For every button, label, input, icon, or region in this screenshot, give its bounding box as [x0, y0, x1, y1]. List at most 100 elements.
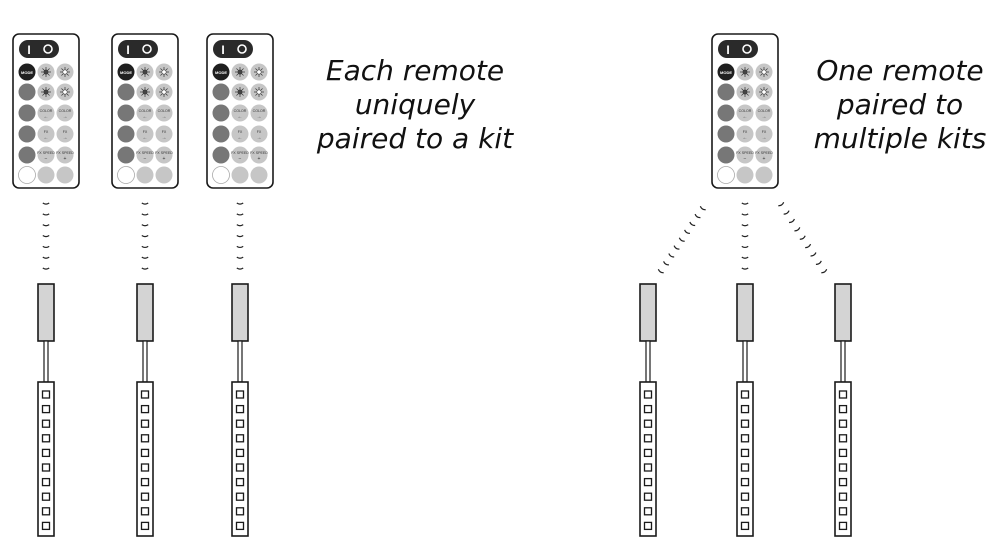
left-remote-3-button-label: COLOR [253, 109, 266, 113]
right-kit-3-led [838, 477, 848, 487]
right-signal-center-wave-arc [741, 245, 749, 249]
left-signal-2-wave-arc [141, 213, 149, 216]
right-signal-left-wave-arc [699, 205, 706, 211]
right-kit-2-led [740, 507, 750, 516]
left-remote-2-sun-bright-icon-ray [165, 88, 168, 91]
left-remote-3-sun-dim-icon-ray [236, 88, 239, 91]
left-remote-2-button-arrow: → [162, 114, 167, 120]
left-signal-1-wave-arc [42, 256, 50, 259]
right-signal-right-wave-arc [821, 269, 828, 274]
left-remote-1-button-label: FX SPEED [37, 151, 55, 155]
left-remote-3-button-arrow: ← [238, 135, 243, 141]
left-kit-1-cable [43, 340, 49, 383]
left-remote-1-button-arrow: ← [44, 114, 49, 120]
right-remote-sun-bright-icon-ray [760, 93, 763, 96]
right-signal-left-wave-arc [657, 268, 664, 274]
left-kit-3-led [235, 463, 245, 472]
left-remote-3-button-arrow: ← [238, 114, 243, 120]
right-remote-mode-label: MODE [720, 70, 732, 75]
left-signal-2-wave-arc [141, 256, 149, 259]
left-signal-1-wave-arc [42, 213, 50, 216]
left-remote-1-sun-dim-icon-ray [42, 93, 45, 96]
left-remote-2-button-arrow: + [163, 156, 166, 162]
left-remote-2-sun-dim-icon-ray [141, 88, 144, 91]
left-remote-2-sun-bright-icon-ray [160, 93, 163, 96]
left-remote-1-sun-bright-icon-ray [61, 88, 64, 91]
right-kit-3-led [838, 492, 848, 501]
left-remote-3-sun-bright-icon-ray [260, 88, 263, 91]
left-remote-1-sun-dim-icon [41, 87, 51, 97]
left-remote-3-sun-dim-icon [235, 67, 245, 77]
left-kit-2 [136, 283, 154, 537]
left-signal-2-wave-arc [141, 267, 149, 270]
left-kit-3-receiver [231, 283, 249, 342]
left-remote-2-sun-bright-icon-core [161, 69, 167, 75]
left-remote-1-mode-label: MODE [21, 70, 33, 75]
left-remote-2-power-on-symbol: I [126, 43, 129, 57]
left-caption-line-2: uniquely [354, 88, 476, 121]
left-kit-3-led [235, 477, 245, 487]
left-signal-2-wave-arc [141, 234, 149, 238]
left-remote-1-sun-dim-icon-ray [47, 68, 50, 71]
left-signal-2 [141, 202, 149, 270]
left-remote-3-sun-bright-icon-core [256, 69, 262, 75]
left-signal-3-wave-arc [236, 213, 244, 216]
left-remote-2-color-button [117, 125, 135, 143]
right-remote-mode-button [717, 63, 735, 81]
left-remote-3-control-button [250, 146, 268, 164]
left-caption-line-1: Each remote [325, 54, 505, 87]
left-remote-3-power-switch [213, 40, 253, 58]
right-kit-1-led [643, 390, 653, 399]
left-remote-3-control-button [250, 125, 268, 143]
left-remote-3-sun-dim-icon-ray [236, 93, 239, 96]
right-remote-color-button [717, 104, 735, 122]
left-kit-1-led [41, 390, 51, 399]
left-remote-1-sun-bright-icon-ray [66, 68, 69, 71]
left-remote-1-color-button [56, 166, 74, 184]
left-kit-2-led [140, 492, 150, 501]
left-kit-3-led [235, 521, 245, 531]
right-caption-line-2: paired to [836, 88, 964, 121]
right-signal-left-wave-arc [684, 229, 690, 235]
left-kit-3-led [235, 390, 245, 399]
left-kit-3-led [235, 404, 245, 414]
left-remote-1-color-button [18, 125, 36, 143]
left-remote-2-color-button [155, 166, 173, 184]
left-remote-1-color-button [18, 83, 36, 101]
right-kit-3-receiver [834, 283, 852, 342]
right-remote-button-arrow: ← [743, 135, 748, 141]
left-remote-3-sun-bright-icon-core [256, 89, 262, 95]
left-kit-3-led [235, 448, 245, 458]
left-remote-2-button-label: COLOR [158, 109, 171, 113]
right-remote-button-arrow: + [763, 156, 766, 162]
right-remote-button-label: COLOR [739, 109, 752, 113]
left-remote-2-power-off-symbol [142, 44, 152, 54]
left-remote-3-mode-button [212, 63, 230, 81]
left-signal-1-wave-arc [42, 267, 50, 270]
right-kit-3-led [838, 419, 848, 428]
left-kit-2-led [140, 404, 150, 414]
right-remote-button-arrow: − [744, 156, 747, 162]
left-signal-1-wave-arc [42, 224, 50, 227]
left-remote-2-control-button [136, 104, 154, 122]
right-kit-2-led [740, 448, 750, 458]
right-remote-sun-dim-icon-ray [746, 68, 749, 71]
left-signal-3-wave-arc [236, 224, 244, 227]
left-remote-1-button-arrow: → [63, 114, 68, 120]
right-remote-white-button [717, 166, 735, 184]
left-remote-1-button-label: FX [63, 130, 68, 134]
right-remote-sun-dim-icon-ray [741, 88, 744, 91]
right-signal-center-wave-arc [741, 213, 749, 216]
left-kit-1-led [41, 521, 51, 531]
left-signal-1-wave-arc [42, 245, 50, 249]
left-remote-2-sun-dim-icon-ray [146, 73, 149, 76]
right-remote-control-button [736, 104, 754, 122]
right-kit-2-led [740, 477, 750, 487]
left-remote-3-color-button [212, 125, 230, 143]
left-remote-2-control-button [136, 125, 154, 143]
right-remote-button-label: FX [762, 130, 767, 134]
left-remote-2-sun-bright-icon [159, 87, 169, 97]
right-kit-3-led [838, 507, 848, 516]
